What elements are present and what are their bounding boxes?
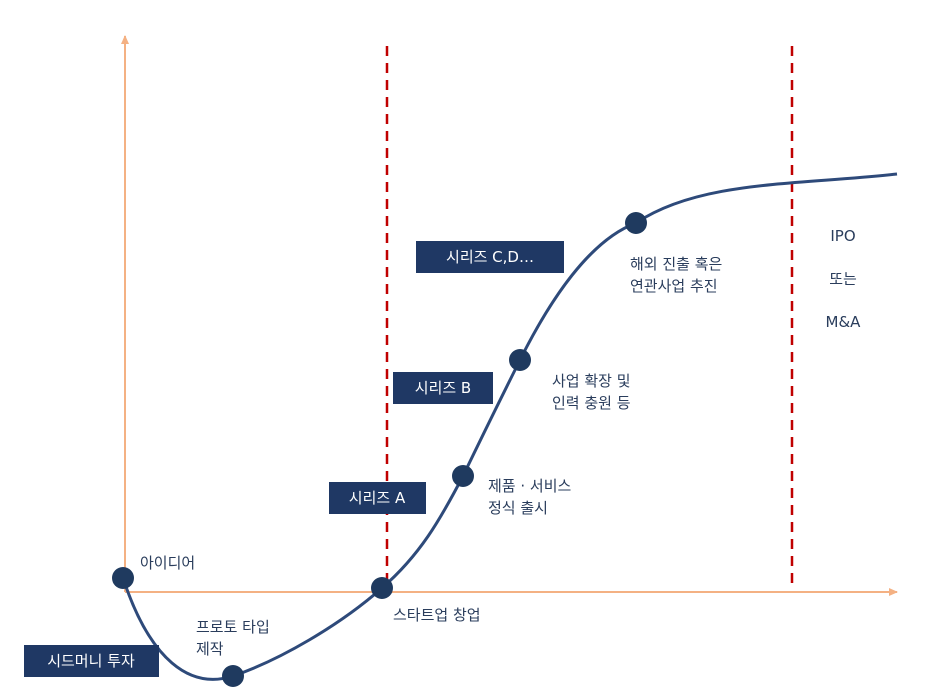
- series-a-label: 시리즈 A: [349, 489, 406, 507]
- exit-or: 또는: [829, 270, 857, 288]
- label-launch-line2: 정식 출시: [488, 499, 548, 517]
- milestone-dot-overseas: [625, 212, 647, 234]
- series-b-box: 시리즈 B: [393, 372, 493, 404]
- exit-ipo: IPO: [830, 227, 855, 245]
- seed-box: 시드머니 투자: [24, 645, 159, 677]
- label-expand-line2: 인력 충원 등: [552, 394, 631, 412]
- label-overseas-line2: 연관사업 추진: [630, 277, 718, 295]
- series-a-box: 시리즈 A: [329, 482, 426, 514]
- milestone-dot-launch: [452, 465, 474, 487]
- milestone-dot-prototype: [222, 665, 244, 687]
- series-cd-box: 시리즈 C,D…: [416, 241, 564, 273]
- label-expand-line1: 사업 확장 및: [552, 372, 631, 390]
- label-idea: 아이디어: [140, 554, 195, 572]
- milestone-dot-startup: [371, 577, 393, 599]
- label-startup: 스타트업 창업: [393, 606, 481, 624]
- label-launch-line1: 제품 · 서비스: [488, 477, 572, 495]
- milestone-dot-idea: [112, 567, 134, 589]
- exit-ma: M&A: [826, 313, 862, 331]
- seed-box-label: 시드머니 투자: [47, 652, 135, 670]
- label-prototype-line1: 프로토 타입: [196, 618, 270, 636]
- series-cd-label: 시리즈 C,D…: [446, 248, 534, 266]
- milestone-dot-expand: [509, 349, 531, 371]
- label-overseas-line1: 해외 진출 혹은: [630, 255, 722, 273]
- label-prototype-line2: 제작: [196, 640, 224, 658]
- series-b-label: 시리즈 B: [415, 379, 471, 397]
